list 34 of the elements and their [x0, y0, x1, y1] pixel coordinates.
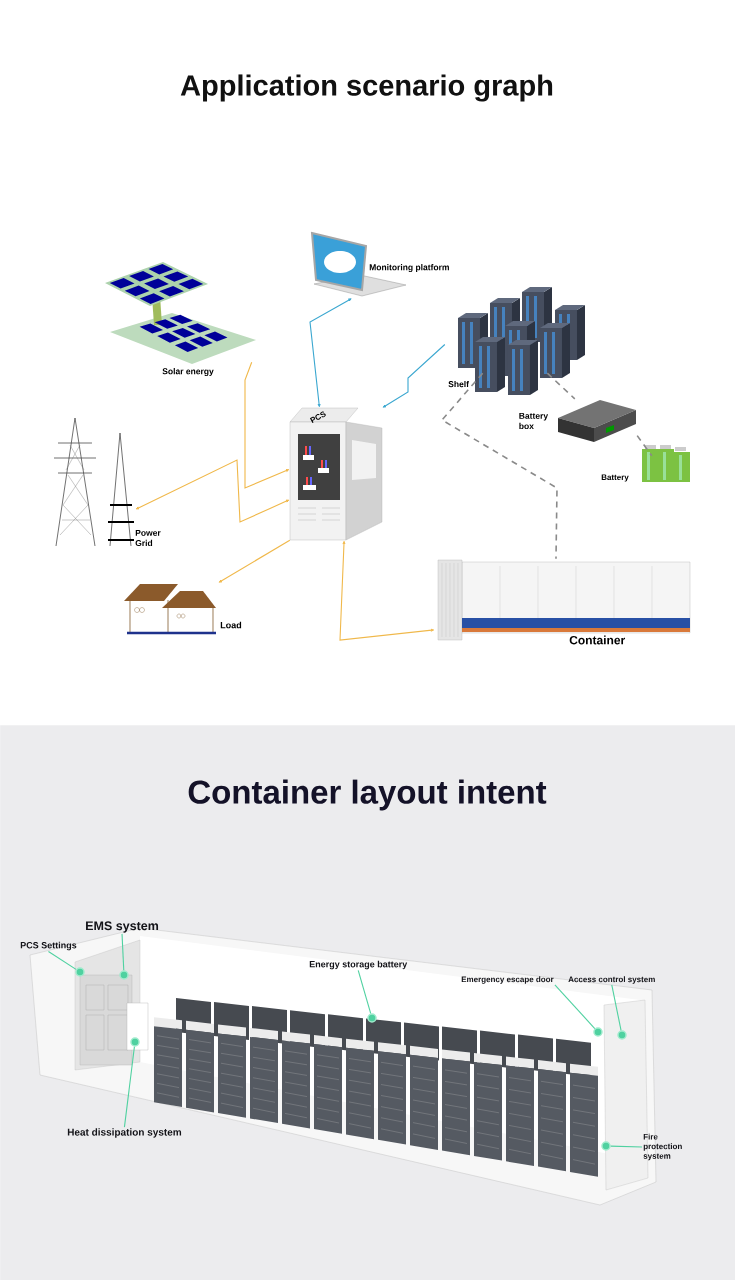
connector-arrow	[218, 539, 291, 583]
connector-arrow	[382, 343, 446, 408]
node-label: Monitoring platform	[369, 264, 449, 272]
dashed-connector	[440, 372, 558, 560]
connector-arrow	[135, 459, 290, 523]
hotspot-marker	[617, 1030, 627, 1040]
hotspot-marker	[119, 970, 129, 980]
callout-label: Emergency escape door	[461, 976, 554, 984]
dashed-connector	[636, 434, 653, 457]
node-label: PCS	[309, 411, 326, 424]
hotspot-marker	[75, 967, 85, 977]
node-label: Shelf	[448, 380, 469, 388]
heading: Container layout intent	[188, 779, 547, 811]
hotspot-marker	[601, 1141, 611, 1151]
callout-label: Energy storage battery	[309, 960, 408, 970]
node-label: Solar energy	[162, 368, 214, 376]
node-label: Power Grid	[135, 529, 161, 547]
callout-label: Access control system	[568, 976, 655, 984]
connector-arrow	[309, 298, 352, 408]
callout-label: Fire protection system	[643, 1133, 682, 1161]
node-label: Battery	[601, 474, 629, 482]
hotspot-marker	[130, 1037, 140, 1047]
node-label: Battery box	[519, 412, 549, 430]
connector-arrow	[339, 540, 435, 641]
hotspot-marker	[593, 1027, 603, 1037]
callout-label: EMS system	[86, 921, 159, 933]
hotspot-marker	[367, 1013, 377, 1023]
callout-label: Heat dissipation system	[67, 1128, 182, 1138]
connector-arrow	[244, 361, 290, 489]
node-label: Load	[220, 621, 242, 629]
node-label: Container	[569, 635, 625, 645]
title: Application scenario graph	[180, 74, 553, 102]
callout-label: PCS Settings	[20, 941, 77, 951]
dashed-connector	[546, 372, 576, 400]
